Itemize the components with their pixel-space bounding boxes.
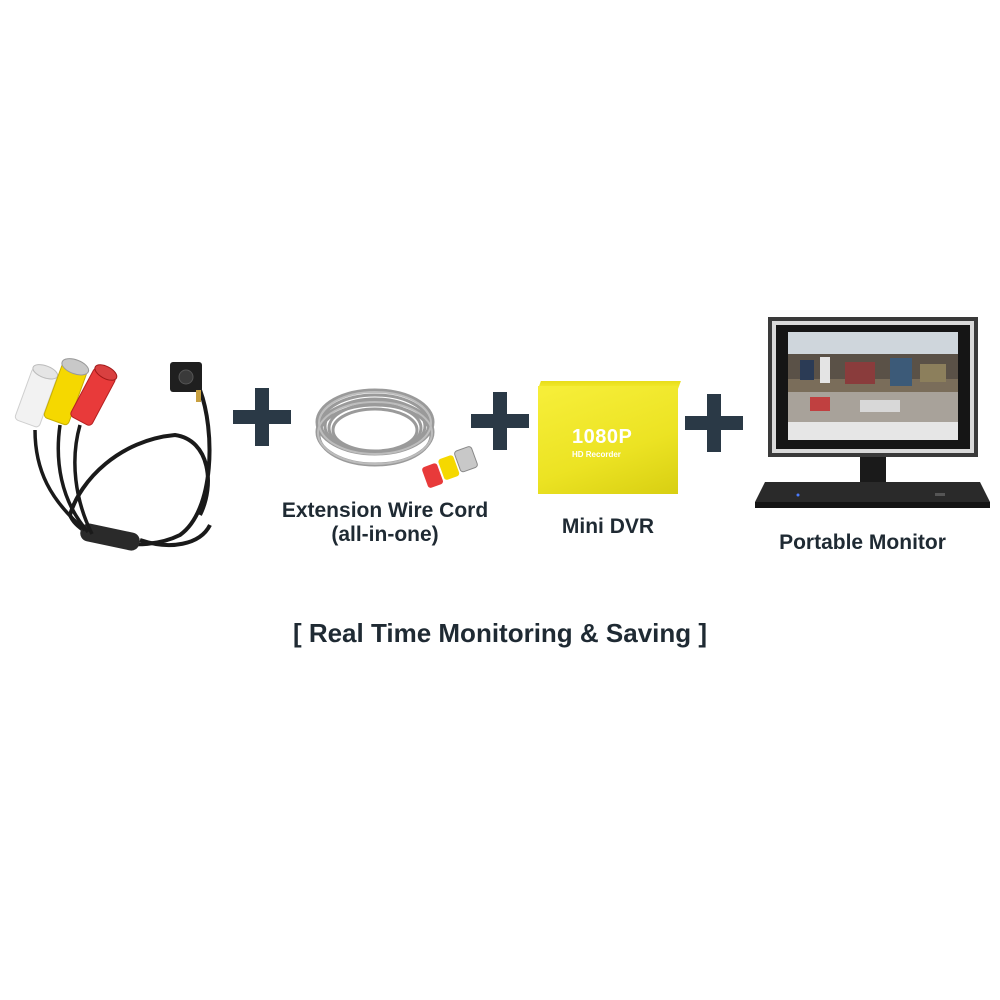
tagline: [ Real Time Monitoring & Saving ] [292,618,708,648]
portable-monitor-label: Portable Monitor [779,531,946,554]
mini-dvr-title: 1080P [572,426,633,448]
extension-wire-cord-title: Extension Wire Cord [281,499,489,522]
mini-dvr-subtitle: HD Recorder [572,450,621,459]
mini-dvr-image [538,386,678,494]
extension-wire-cord-image [315,388,478,488]
pinhole-camera-image [14,358,212,551]
plus-icon [233,388,291,446]
extension-wire-cord-sublabel: (all-in-one) [331,523,439,546]
portable-monitor-image [755,317,990,508]
extension-wire-cord-label: Extension Wire Cord (all-in-one) [255,499,515,547]
plus-icon [471,392,529,450]
plus-icon [685,394,743,452]
mini-dvr-label: Mini DVR [561,515,655,538]
